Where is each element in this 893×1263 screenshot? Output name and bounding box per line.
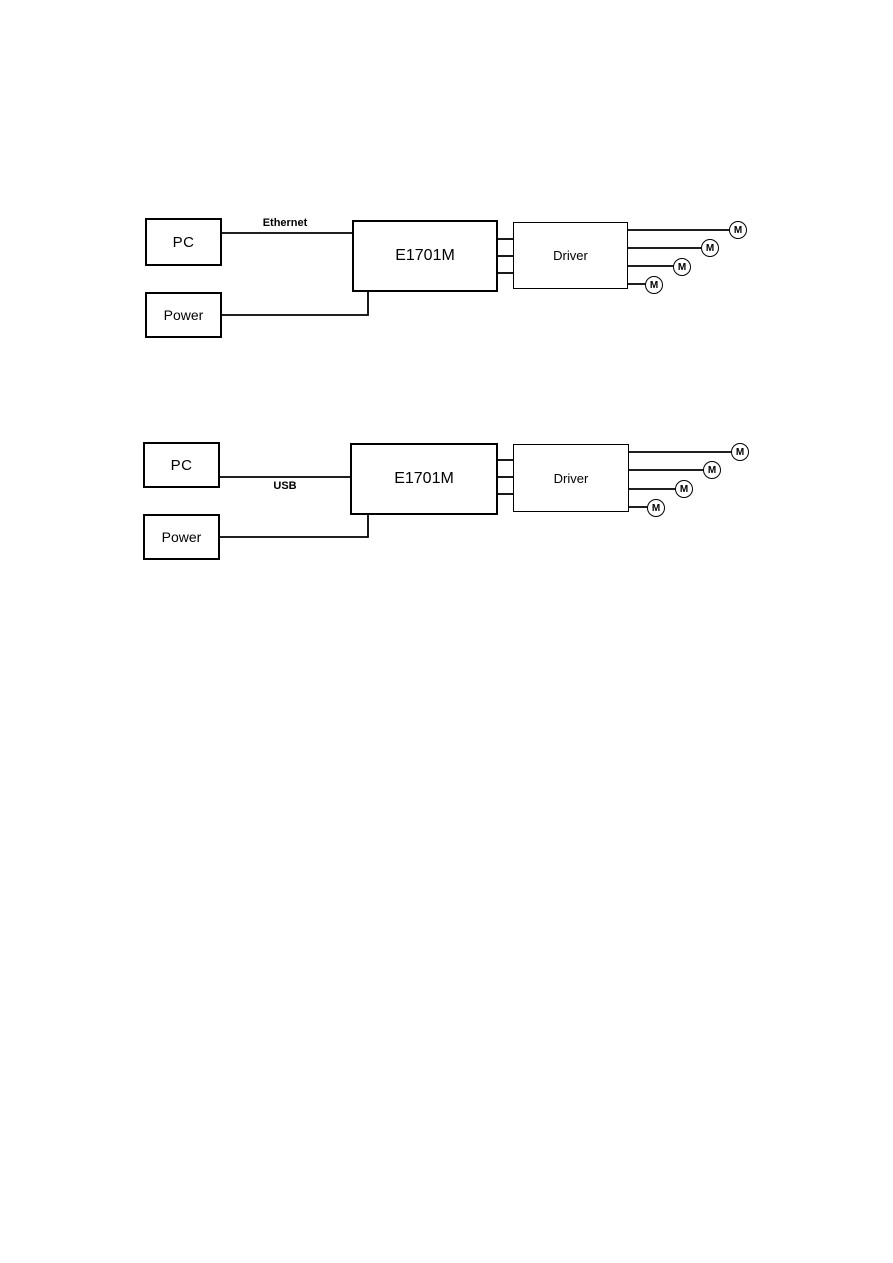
driver-box: Driver [513, 444, 629, 512]
pc-box: PC [143, 442, 220, 488]
power-label: Power [163, 307, 204, 323]
motor-icon: M [701, 239, 719, 257]
ethernet-connection-label: Ethernet [250, 217, 320, 229]
motor-icon: M [673, 258, 691, 276]
motor-icon: M [647, 499, 665, 517]
driver-label: Driver [553, 470, 589, 486]
motor-icon: M [731, 443, 749, 461]
motor-icon: M [729, 221, 747, 239]
pc-box: PC [145, 218, 222, 266]
controller-box: E1701M [350, 443, 498, 515]
controller-box: E1701M [352, 220, 498, 292]
motor-icon: M [645, 276, 663, 294]
controller-label: E1701M [394, 470, 454, 487]
power-box: Power [145, 292, 222, 338]
power-label: Power [161, 529, 202, 545]
pc-label: PC [172, 233, 195, 251]
driver-box: Driver [513, 222, 628, 289]
usb-connection-label: USB [262, 480, 308, 492]
driver-label: Driver [553, 248, 588, 263]
power-box: Power [143, 514, 220, 560]
pc-label: PC [170, 456, 193, 474]
motor-icon: M [675, 480, 693, 498]
controller-label: E1701M [395, 247, 455, 264]
motor-icon: M [703, 461, 721, 479]
